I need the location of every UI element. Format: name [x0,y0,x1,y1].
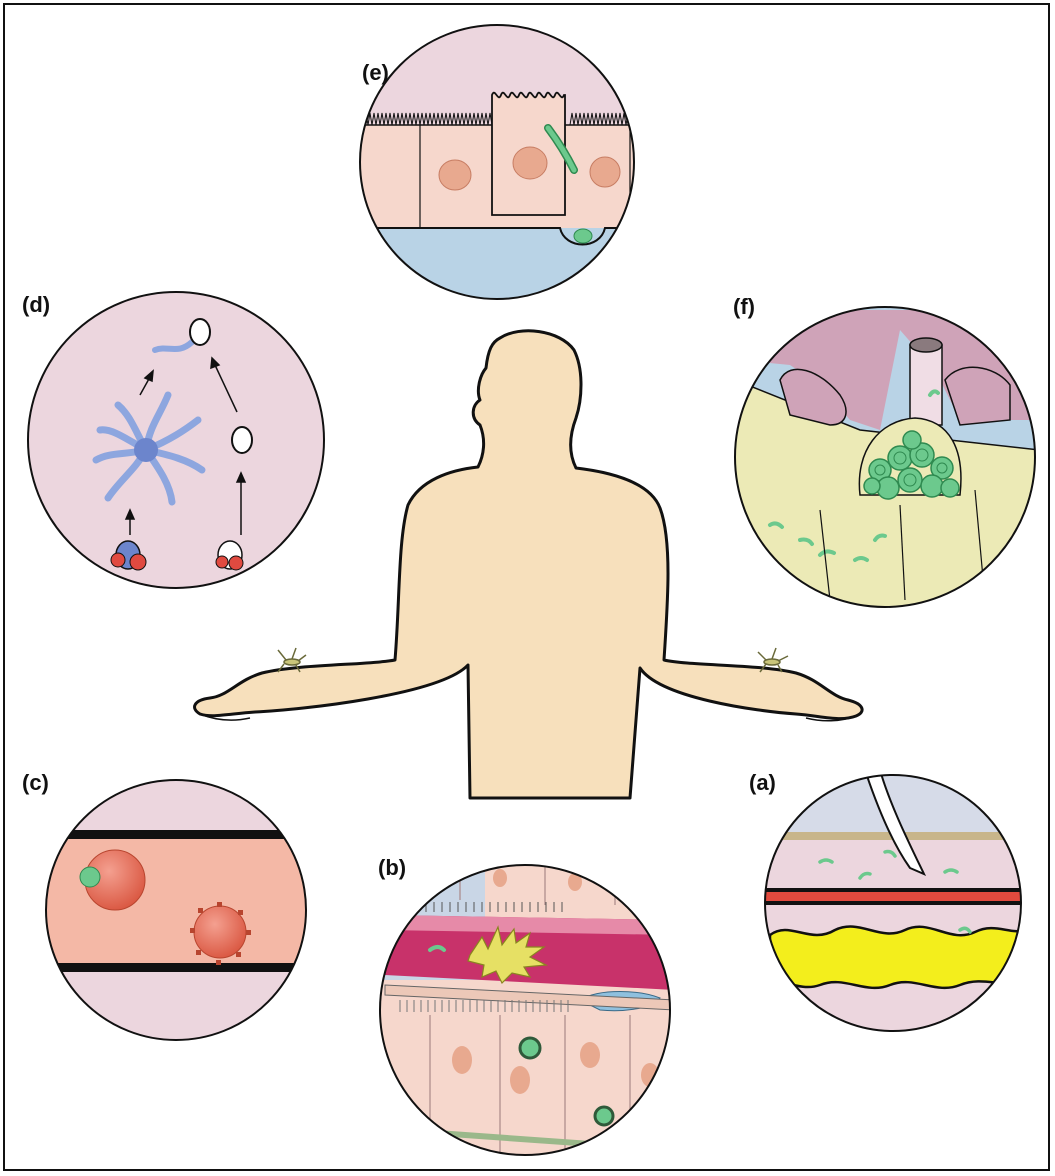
panel-a-circle [760,770,1030,1035]
panel-label-b: (b) [378,855,406,881]
panel-label-c: (c) [22,770,49,796]
panel-label-f: (f) [733,294,755,320]
panel-e-circle [350,20,650,310]
panel-label-d: (d) [22,292,50,318]
panel-b-circle [375,860,675,1160]
panel-c-circle [40,775,320,1045]
panel-d-circle [20,285,340,595]
panel-label-e: (e) [362,60,389,86]
panel-label-a: (a) [749,770,776,796]
